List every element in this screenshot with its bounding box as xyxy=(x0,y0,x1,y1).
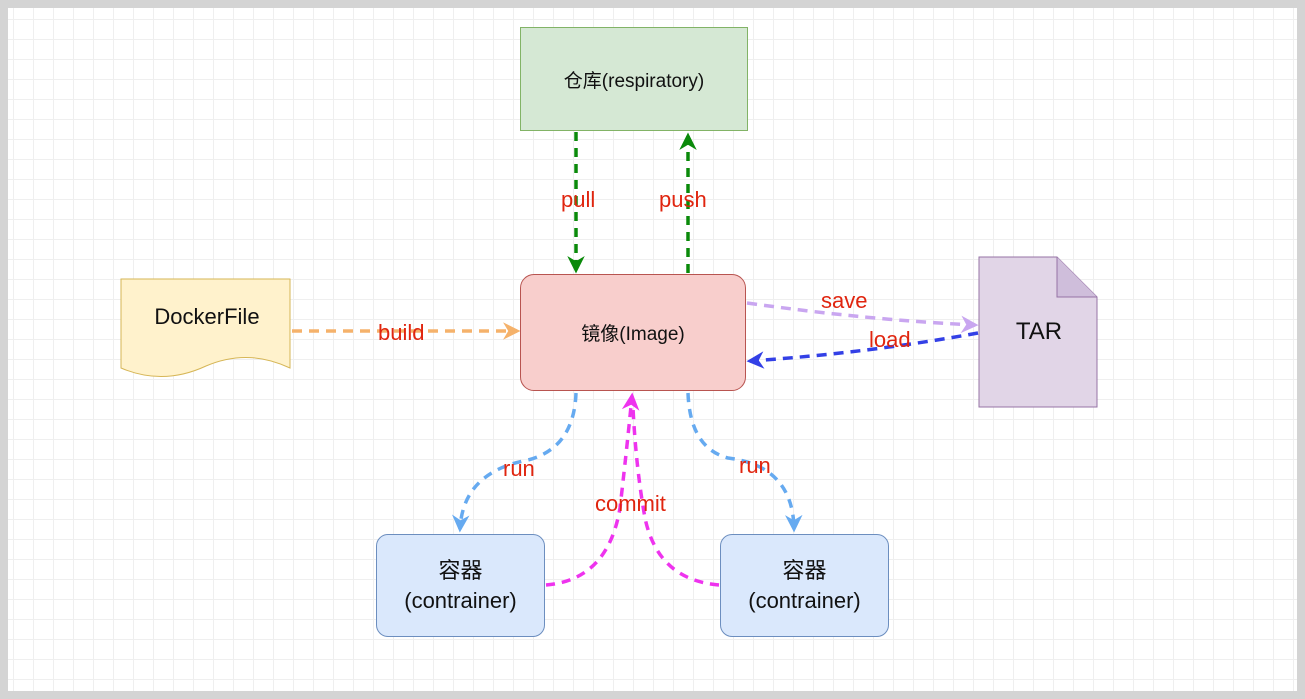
container-right-node[interactable]: 容器 (contrainer) xyxy=(720,534,889,637)
container-left-subtitle: (contrainer) xyxy=(404,587,517,613)
tar-label: TAR xyxy=(1015,318,1063,345)
diagram-svg xyxy=(120,132,1098,587)
dockerfile-label: DockerFile xyxy=(154,304,260,329)
load-label: load xyxy=(869,327,911,352)
container-right-title: 容器 xyxy=(782,557,827,583)
load-edge xyxy=(746,331,979,369)
container-left-title: 容器 xyxy=(438,557,483,583)
image-label: 镜像(Image) xyxy=(581,324,685,345)
repository-node[interactable]: 仓库(respiratory) xyxy=(520,27,748,131)
dockerfile-shape xyxy=(120,278,291,377)
run-right-edge xyxy=(686,392,803,533)
push-label: push xyxy=(659,187,707,212)
commit-label: commit xyxy=(595,491,666,516)
repository-label: 仓库(respiratory) xyxy=(563,70,705,92)
diagram-canvas: 仓库(respiratory) 镜像(Image) DockerFile TAR… xyxy=(8,8,1297,691)
commit-right-edge xyxy=(631,407,720,587)
container-right-subtitle: (contrainer) xyxy=(748,587,861,613)
tar-file-shape xyxy=(978,256,1098,408)
container-left-node[interactable]: 容器 (contrainer) xyxy=(376,534,545,637)
image-node[interactable]: 镜像(Image) xyxy=(520,274,746,391)
run-left-edge xyxy=(452,392,578,533)
save-label: save xyxy=(821,288,868,313)
run-right-label: run xyxy=(739,453,771,478)
run-left-label: run xyxy=(503,456,535,481)
commit-left-edge xyxy=(545,392,640,587)
build-label: build xyxy=(378,320,425,345)
pull-label: pull xyxy=(561,187,596,212)
